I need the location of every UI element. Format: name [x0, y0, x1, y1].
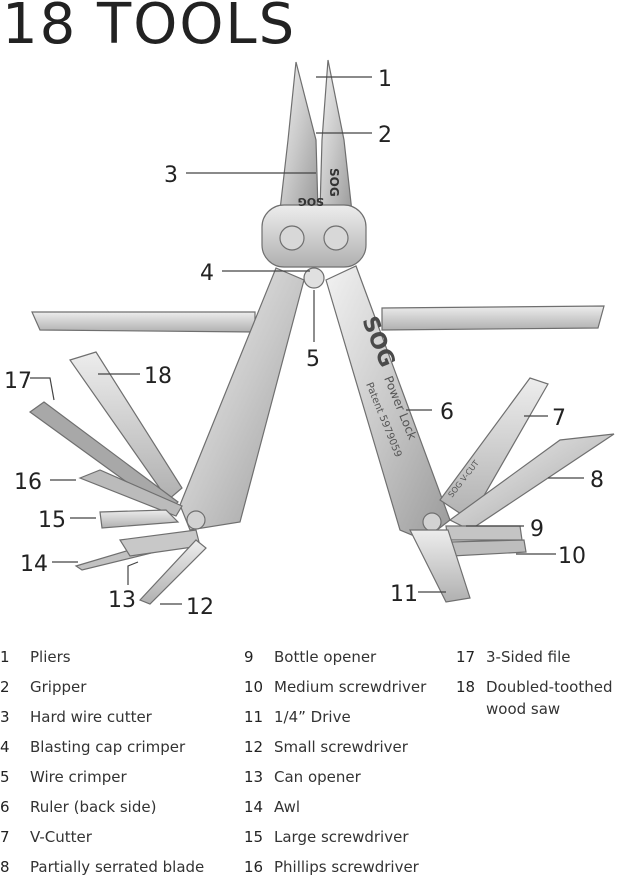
legend-label: Small screwdriver [274, 738, 408, 756]
legend-label: V-Cutter [30, 828, 92, 846]
legend-label: Bottle opener [274, 648, 377, 666]
left-handle [179, 267, 305, 531]
large-screwdriver [99, 509, 180, 529]
legend-number: 1 [0, 648, 10, 666]
quarter-inch-drive [409, 529, 471, 603]
legend-number: 8 [0, 858, 10, 876]
callout-7: 7 [552, 406, 566, 431]
callout-4: 4 [200, 261, 214, 286]
legend-label: 1/4” Drive [274, 708, 351, 726]
callout-12: 12 [186, 595, 214, 620]
legend-number: 4 [0, 738, 10, 756]
callout-15: 15 [38, 508, 66, 533]
legend-label: Can opener [274, 768, 361, 786]
legend-number: 15 [244, 828, 264, 846]
callout-5: 5 [306, 347, 320, 372]
callout-6: 6 [440, 400, 454, 425]
wood-saw [69, 351, 183, 501]
callout-16: 16 [14, 470, 42, 495]
legend-number: 17 [456, 648, 476, 666]
legend-number: 14 [244, 798, 264, 816]
legend-label: Wire crimper [30, 768, 127, 786]
multitool-illustration [28, 59, 615, 605]
pivot-block [261, 204, 367, 268]
medium-screwdriver [449, 539, 527, 557]
right-ruler-arm [381, 305, 605, 331]
legend-number: 18 [456, 678, 476, 696]
callout-9: 9 [530, 517, 544, 542]
crimper-ring [303, 267, 325, 289]
callout-14: 14 [20, 552, 48, 577]
callout-3: 3 [164, 163, 178, 188]
pivot-screw-right [323, 225, 349, 251]
bottle-opener [445, 525, 523, 541]
legend-number: 12 [244, 738, 264, 756]
legend-number: 11 [244, 708, 264, 726]
callout-17: 17 [4, 369, 32, 394]
plier-jaw-left [279, 61, 319, 211]
legend-number: 2 [0, 678, 10, 696]
legend-label: Blasting cap crimper [30, 738, 186, 756]
small-screwdriver [138, 539, 207, 605]
callout-11: 11 [390, 582, 418, 607]
pivot-screw-left [279, 225, 305, 251]
three-sided-file [28, 401, 179, 513]
callout-10: 10 [558, 544, 586, 569]
callout-8: 8 [590, 468, 604, 493]
callout-1: 1 [378, 67, 392, 92]
legend-number: 13 [244, 768, 264, 786]
legend-number: 3 [0, 708, 10, 726]
sog-logo-jaw: SOG [327, 168, 341, 197]
sog-logo-pivot: SOG [298, 195, 324, 208]
multitool-diagram: SOG SOG SOG Power Lock Patent 5979059 SO… [4, 59, 615, 620]
legend-label: Phillips screwdriver [274, 858, 419, 876]
callout-numbers: 1 2 3 4 5 6 7 8 9 10 11 12 13 14 15 16 1… [4, 67, 604, 620]
legend-number: 16 [244, 858, 264, 876]
legend-number: 6 [0, 798, 10, 816]
legend-label: Partially serrated blade [30, 858, 205, 876]
right-handle-rivet [422, 512, 442, 532]
legend-label: Pliers [30, 648, 71, 666]
phillips-screwdriver [78, 469, 183, 517]
legend-label: 3-Sided file [486, 648, 571, 666]
legend-label: Gripper [30, 678, 87, 696]
legend-label: Medium screwdriver [274, 678, 427, 696]
callout-2: 2 [378, 123, 392, 148]
legend-number: 10 [244, 678, 264, 696]
legend-number: 5 [0, 768, 10, 786]
legend-label: Large screwdriver [274, 828, 409, 846]
legend-label: Doubled-toothed wood saw [486, 678, 613, 718]
left-handle-rivet [186, 510, 206, 530]
left-ruler-arm [31, 311, 256, 333]
legend-label: Ruler (back side) [30, 798, 157, 816]
callout-13: 13 [108, 588, 136, 613]
legend-number: 9 [244, 648, 254, 666]
legend-number: 7 [0, 828, 10, 846]
page-title: 18 TOOLS [2, 0, 297, 57]
legend-label: Hard wire cutter [30, 708, 152, 726]
leader-lines [30, 76, 584, 605]
legend-label: Awl [274, 798, 301, 816]
callout-18: 18 [144, 364, 172, 389]
